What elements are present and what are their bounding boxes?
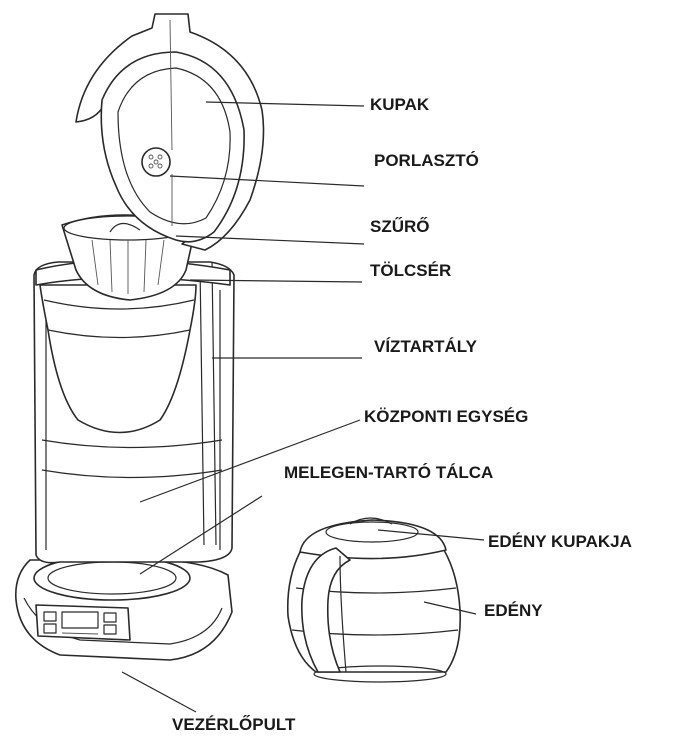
label-tolcser: TÖLCSÉR — [370, 261, 451, 280]
coffee-maker-illustration — [14, 13, 265, 661]
leader-vezerlopult — [121, 671, 197, 713]
leader-porlaszto — [169, 175, 365, 187]
funnel — [39, 284, 197, 434]
shower-head — [141, 147, 171, 177]
leader-edeny — [423, 601, 477, 615]
leader-edeny-kupakja — [377, 529, 485, 541]
lid — [75, 13, 265, 251]
leader-melegen-tarto-talca — [139, 495, 263, 575]
label-porlaszto: PORLASZTÓ — [374, 151, 479, 170]
label-kupak: KUPAK — [370, 95, 430, 114]
filter-basket — [61, 214, 197, 301]
control-panel — [35, 604, 131, 641]
carafe-lid — [299, 519, 447, 560]
leader-kupak — [205, 101, 365, 107]
carafe-illustration — [286, 517, 462, 683]
label-edeny-kupakja: EDÉNY KUPAKJA — [488, 532, 632, 551]
part-labels: KUPAK PORLASZTÓ SZŰRŐ TÖLCSÉR VÍZTARTÁLY… — [172, 95, 632, 734]
label-viztartaly: VÍZTARTÁLY — [374, 337, 478, 356]
leader-kozponti-egyseg — [139, 419, 361, 503]
leader-lines — [121, 101, 485, 713]
label-edeny: EDÉNY — [484, 601, 543, 620]
leader-szuro — [175, 235, 365, 245]
label-kozponti-egyseg: KÖZPONTI EGYSÉG — [364, 407, 528, 426]
label-szuro: SZŰRŐ — [370, 217, 430, 236]
leader-tolcser — [189, 279, 363, 283]
water-tank — [199, 261, 217, 546]
label-melegen-tarto-talca: MELEGEN-TARTÓ TÁLCA — [284, 463, 493, 482]
carafe-handle — [301, 547, 351, 673]
label-vezerlopult: VEZÉRLŐPULT — [172, 715, 296, 734]
